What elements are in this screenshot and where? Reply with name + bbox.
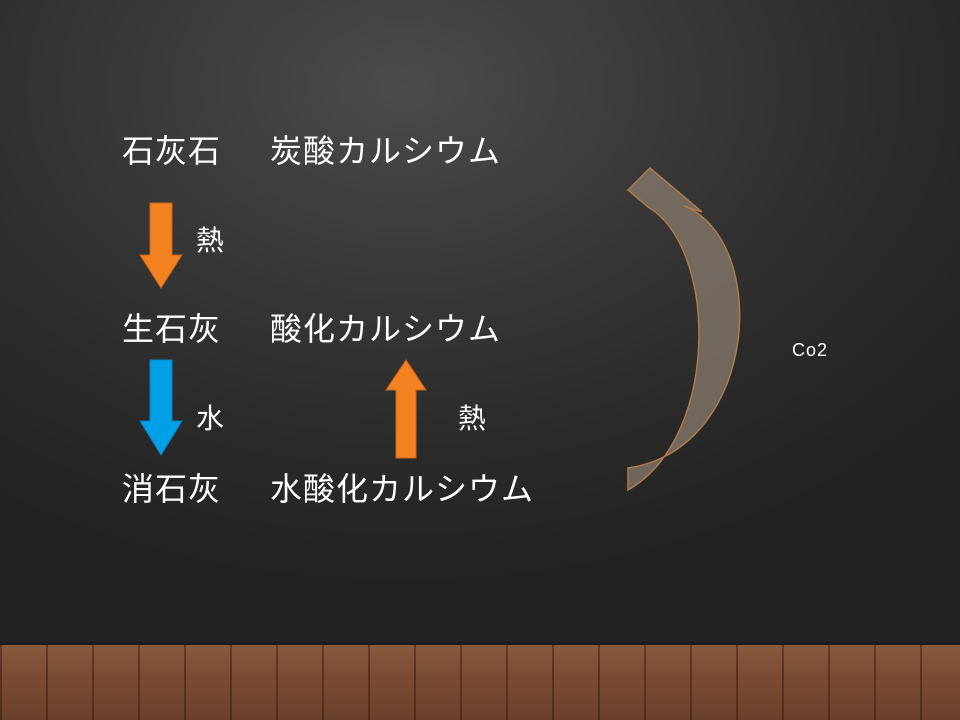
water-label: 水	[196, 402, 226, 435]
stage-floor-edge	[0, 642, 960, 646]
heat-label-1: 熱	[196, 224, 226, 257]
heat-label-2: 熱	[458, 402, 488, 435]
row3-name: 消石灰	[122, 470, 222, 508]
row2-name: 生石灰	[122, 310, 222, 348]
co2-label: Co2	[792, 340, 829, 360]
row1-name: 石灰石	[122, 132, 222, 170]
down-arrow-heat	[139, 202, 183, 289]
row2-chem: 酸化カルシウム	[270, 310, 502, 348]
row3-chem: 水酸化カルシウム	[270, 470, 535, 508]
row1-chem: 炭酸カルシウム	[270, 132, 502, 170]
wooden-floor	[0, 645, 960, 720]
curved-arrow-co2	[626, 166, 741, 492]
down-arrow-water	[139, 359, 183, 456]
up-arrow-heat	[385, 359, 427, 459]
